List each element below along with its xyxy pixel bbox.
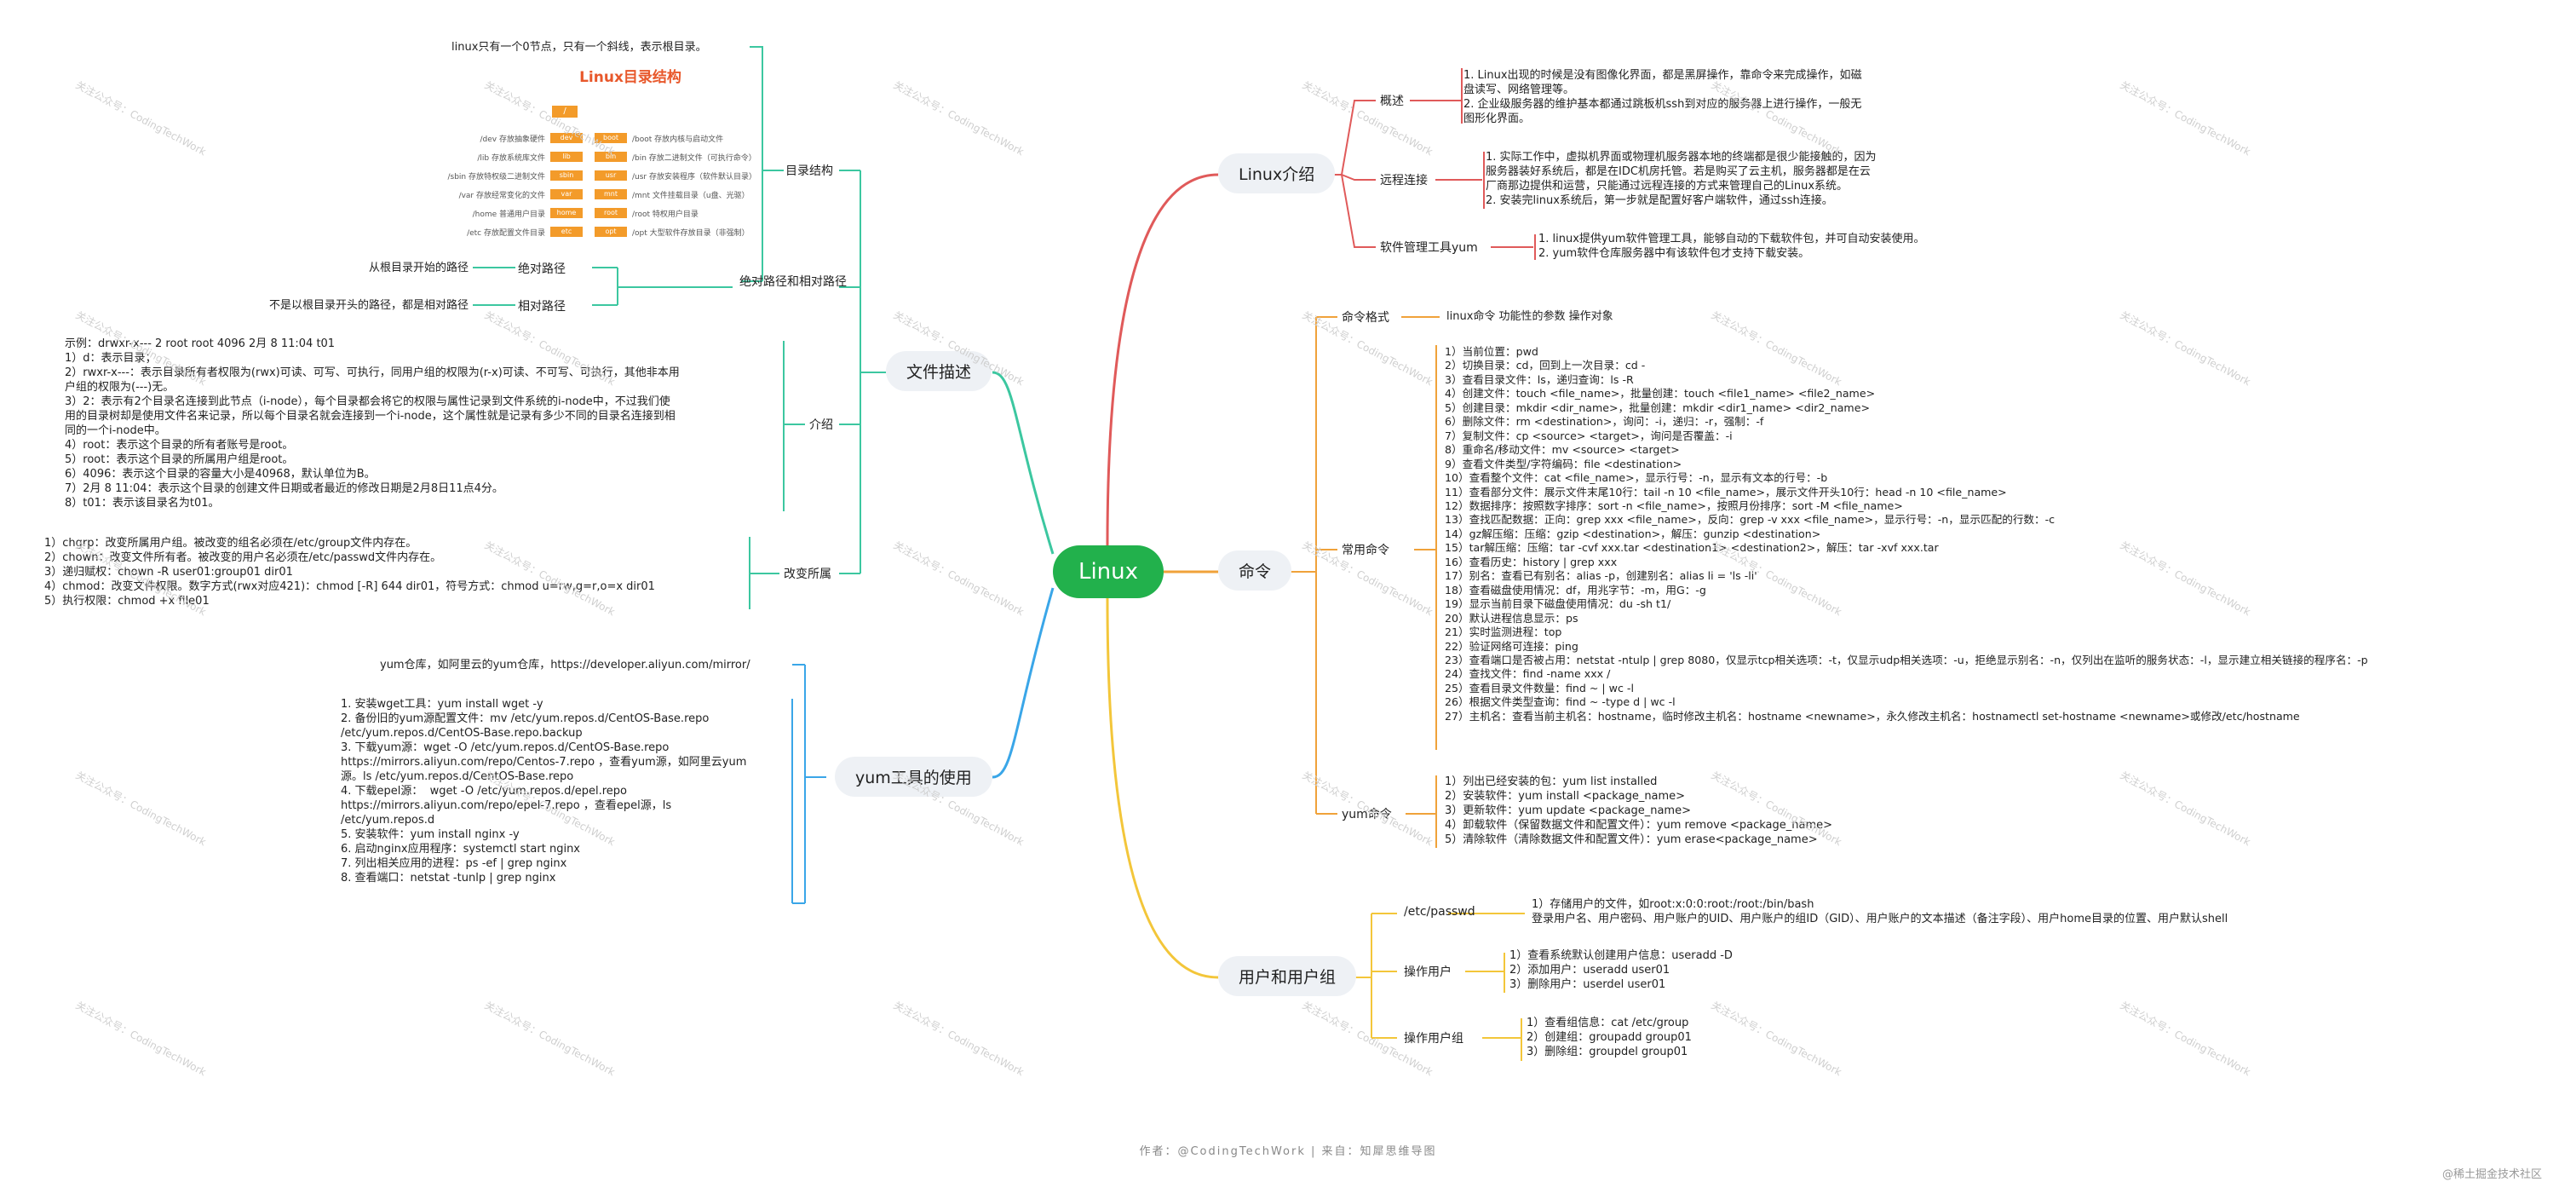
branch-users-groups[interactable]: 用户和用户组	[1218, 956, 1357, 996]
op-user-text: 1）查看系统默认创建用户信息：useradd -D 2）添加用户：useradd…	[1509, 949, 1733, 991]
remote-text: 1. 实际工作中，虚拟机界面或物理机服务器本地的终端都是很少能接触的，因为 服务…	[1486, 151, 1877, 207]
op-group-text: 1）查看组信息：cat /etc/group 2）创建组：groupadd gr…	[1527, 1017, 1692, 1058]
dir-left-box: home	[550, 208, 583, 218]
dir-structure-label[interactable]: 目录结构	[785, 164, 833, 178]
footer-credit: 作者：@CodingTechWork | 来自：知犀思维导图	[1139, 1145, 1437, 1158]
yum-tool-label[interactable]: 软件管理工具yum	[1380, 241, 1478, 255]
relative-path-text: 不是以根目录开头的路径，都是相对路径	[268, 299, 469, 312]
dir-diagram-title: Linux目录结构	[579, 69, 681, 86]
common-cmd-label[interactable]: 常用命令	[1342, 544, 1389, 557]
overview-label[interactable]: 概述	[1380, 95, 1404, 108]
op-user-label[interactable]: 操作用户	[1404, 965, 1452, 979]
dir-left-desc: /lib 存放系统库文件	[477, 154, 545, 163]
dir-right-box: mnt	[595, 189, 627, 199]
root-node[interactable]: Linux	[1053, 545, 1164, 598]
dir-right-desc: /usr 存放安装程序（软件默认目录）	[632, 173, 756, 182]
passwd-label[interactable]: /etc/passwd	[1404, 905, 1475, 919]
dir-structure-top-text: linux只有一个0节点，只有一个斜线，表示根目录。	[451, 41, 707, 54]
dir-left-box: var	[550, 189, 583, 199]
dir-right-desc: /root 特权用户目录	[632, 210, 699, 219]
yum-cmd-label[interactable]: yum命令	[1342, 808, 1392, 821]
dir-left-box: dev	[550, 133, 583, 143]
dir-right-box: bin	[595, 152, 627, 162]
cmd-format-label[interactable]: 命令格式	[1342, 311, 1389, 325]
dir-left-desc: /var 存放经常变化的文件	[458, 192, 545, 200]
branch-commands[interactable]: 命令	[1218, 550, 1292, 591]
dir-root-box: /	[552, 106, 578, 118]
change-owner-text: 1）chgrp：改变所属用户组。被改变的组名必须在/etc/group文件内存在…	[44, 537, 655, 608]
dir-right-desc: /bin 存放二进制文件（可执行命令）	[632, 154, 756, 163]
dir-left-box: lib	[550, 152, 583, 162]
absolute-path-label[interactable]: 绝对路径	[518, 262, 566, 276]
dir-left-box: etc	[550, 227, 583, 237]
cmd-format-text: linux命令 功能性的参数 操作对象	[1446, 310, 1613, 323]
absolute-path-text: 从根目录开始的路径	[368, 262, 469, 274]
dir-left-desc: /sbin 存放特权级二进制文件	[447, 173, 545, 182]
corner-watermark: @稀土掘金技术社区	[2441, 1168, 2542, 1181]
remote-label[interactable]: 远程连接	[1380, 174, 1428, 187]
dir-left-desc: /dev 存放抽象硬件	[480, 135, 545, 144]
op-group-label[interactable]: 操作用户组	[1404, 1032, 1463, 1046]
yum-repo-text: yum仓库，如阿里云的yum仓库，https://developer.aliyu…	[380, 659, 750, 671]
path-label[interactable]: 绝对路径和相对路径	[739, 275, 847, 289]
yum-steps-text: 1. 安装wget工具：yum install wget -y 2. 备份旧的y…	[341, 698, 747, 885]
branch-file-description[interactable]: 文件描述	[886, 351, 992, 391]
branch-yum-usage[interactable]: yum工具的使用	[835, 757, 992, 797]
dir-right-box: usr	[595, 170, 627, 181]
passwd-text: 1）存储用户的文件，如root:x:0:0:root:/root:/bin/ba…	[1532, 898, 2228, 925]
common-cmd-text: 1）当前位置：pwd 2）切换目录：cd，回到上一次目录：cd - 3）查看目录…	[1445, 345, 2368, 723]
branch-linux-intro[interactable]: Linux介绍	[1218, 153, 1336, 193]
dir-left-desc: /etc 存放配置文件目录	[467, 229, 545, 238]
file-intro-label[interactable]: 介绍	[809, 418, 833, 432]
directory-structure-diagram: Linux目录结构 / /dev 存放抽象硬件 dev/lib 存放系统库文件 li…	[443, 66, 775, 254]
dir-right-box: boot	[595, 133, 627, 143]
dir-right-desc: /boot 存放内核与启动文件	[632, 135, 724, 144]
overview-text: 1. Linux出现的时候是没有图像化界面，都是黑屏操作，靠命令来完成操作，如磁…	[1463, 69, 1862, 125]
relative-path-label[interactable]: 相对路径	[518, 300, 566, 314]
yum-cmd-text: 1）列出已经安装的包：yum list installed 2）安装软件：yum…	[1445, 775, 1833, 846]
yum-tool-text: 1. linux提供yum软件管理工具，能够自动的下载软件包，并可自动安装使用。…	[1538, 233, 1925, 260]
file-intro-text: 示例：drwxr-x--- 2 root root 4096 2月 8 11:0…	[65, 337, 680, 510]
dir-left-box: sbin	[550, 170, 583, 181]
dir-right-box: opt	[595, 227, 627, 237]
change-owner-label[interactable]: 改变所属	[784, 568, 831, 581]
dir-right-box: root	[595, 208, 627, 218]
dir-right-desc: /opt 大型软件存放目录（非强制）	[632, 229, 750, 238]
dir-left-desc: /home 普通用户目录	[472, 210, 545, 219]
dir-right-desc: /mnt 文件挂载目录（u盘、光驱）	[632, 192, 750, 200]
